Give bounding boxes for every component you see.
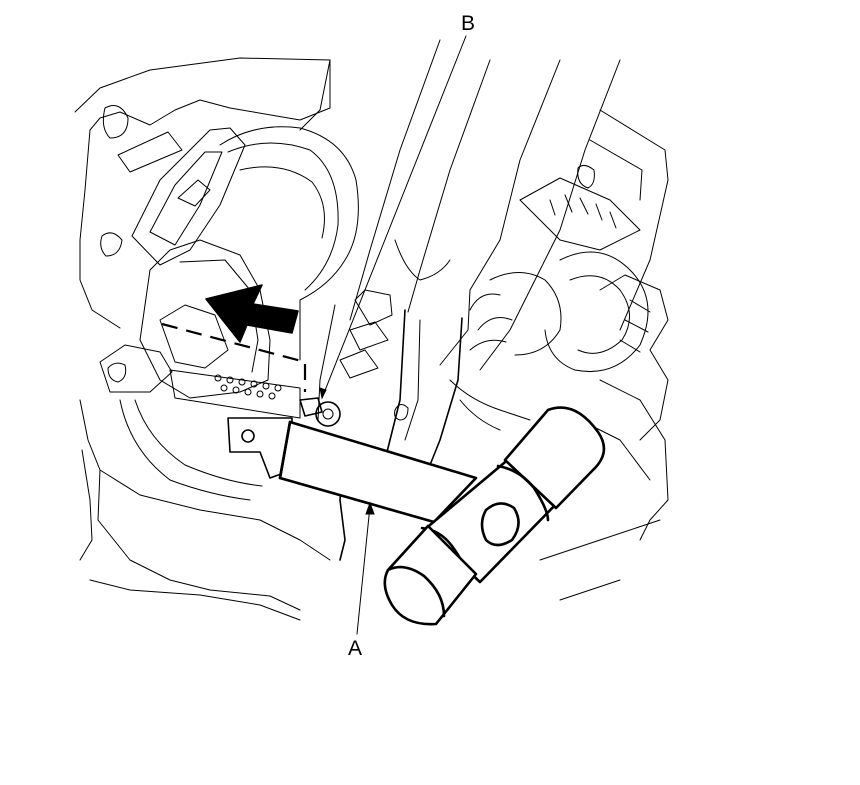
engine-bay-background [74,39,669,621]
tool-bar [278,420,478,524]
bracket-holes [214,374,282,400]
mallet [383,406,606,626]
callout-a-label: A [348,637,362,660]
callout-b-label: B [461,12,475,35]
callout-a: A [348,501,375,660]
arrow-left-icon [205,284,299,343]
callout-b: B [319,12,475,400]
